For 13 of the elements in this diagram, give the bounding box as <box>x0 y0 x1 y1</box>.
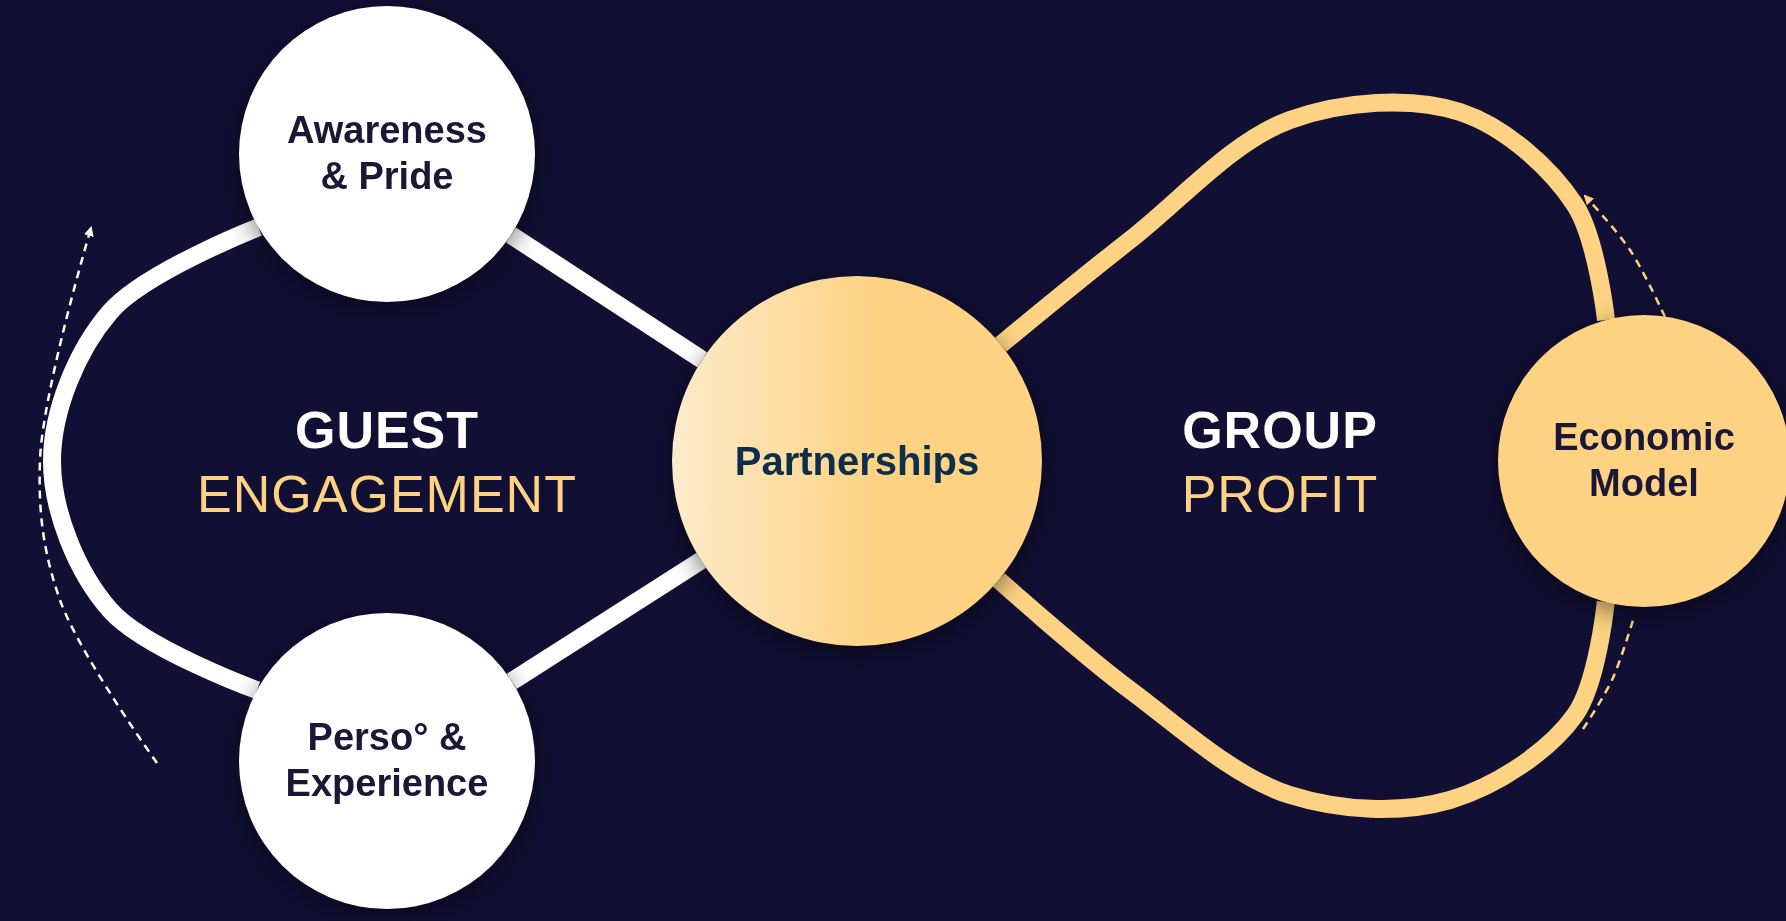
node-label: Awareness & Pride <box>286 108 488 199</box>
connector-band <box>992 573 1615 818</box>
connector-band <box>995 93 1615 352</box>
node-label: Perso° & Experience <box>284 715 490 806</box>
connector-band <box>43 219 262 699</box>
node-label: Partnerships <box>733 438 981 485</box>
node-label: Economic Model <box>1552 415 1736 506</box>
section-heading: GROUP <box>1182 400 1378 460</box>
section-subheading: PROFIT <box>1181 464 1379 524</box>
connector-band <box>506 552 706 689</box>
section-heading: GUEST <box>294 400 480 460</box>
section-subheading: ENGAGEMENT <box>197 464 577 524</box>
connector-band <box>506 227 708 368</box>
